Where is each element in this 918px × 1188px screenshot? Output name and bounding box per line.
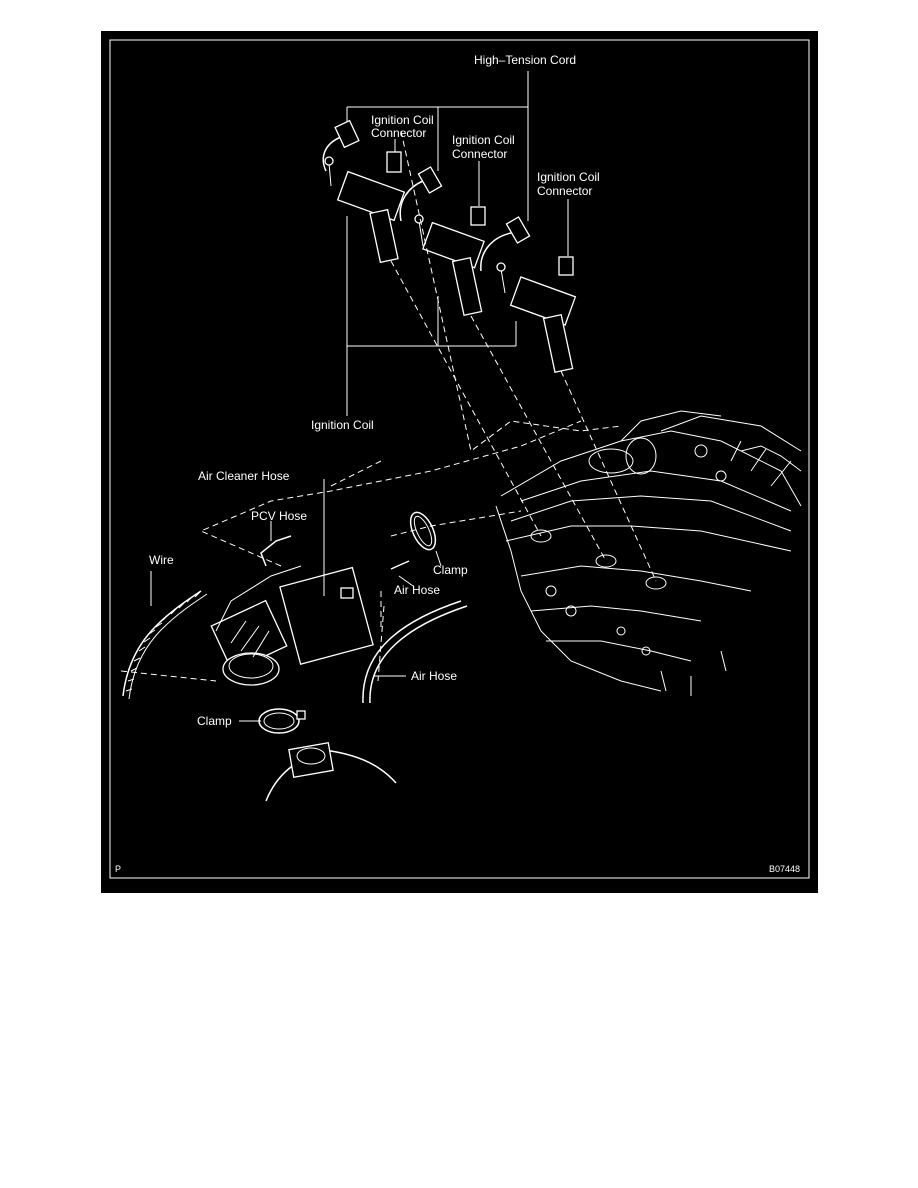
label-air-hose-upper: Air Hose	[394, 583, 440, 597]
pcv-hose	[260, 535, 292, 567]
ignition-coil-leader-frame	[346, 71, 529, 416]
label-air-hose-lower: Air Hose	[411, 669, 457, 683]
label-wire: Wire	[149, 553, 174, 567]
air-cleaner-hose	[210, 565, 374, 686]
label-clamp-lower: Clamp	[197, 714, 232, 728]
label-pcv-hose: PCV Hose	[251, 509, 307, 523]
clamp-upper	[409, 511, 442, 567]
label-ignition-coil: Ignition Coil	[311, 418, 374, 432]
label-coil-connector-2-l1: Ignition Coil	[452, 133, 515, 147]
throttle-body	[265, 741, 397, 802]
air-hose-short	[390, 560, 410, 570]
diagram-figure: High–Tension Cord Ignition Coil Connecto…	[101, 31, 818, 893]
label-coil-connector-3-l2: Connector	[537, 184, 592, 198]
corner-code-left: P	[115, 864, 121, 874]
figure-code: B07448	[769, 864, 800, 874]
diagram-canvas: High–Tension Cord Ignition Coil Connecto…	[109, 39, 810, 879]
ignition-coil-1	[322, 119, 406, 264]
label-coil-connector-3-l1: Ignition Coil	[537, 170, 600, 184]
label-air-cleaner-hose: Air Cleaner Hose	[198, 469, 290, 483]
label-coil-connector-2-l2: Connector	[452, 147, 507, 161]
installation-guide-lines	[120, 130, 657, 682]
label-coil-connector-1-l1: Ignition Coil	[371, 113, 434, 127]
figure-frame	[109, 39, 810, 879]
engine-block	[495, 410, 802, 696]
label-clamp-upper: Clamp	[433, 563, 468, 577]
label-high-tension-cord: High–Tension Cord	[474, 53, 576, 67]
ignition-coil-3	[480, 216, 577, 374]
ignition-coil-2	[399, 166, 486, 317]
air-hose-long	[362, 600, 462, 704]
wire-harness	[122, 590, 208, 700]
clamp-lower	[258, 708, 306, 734]
label-coil-connector-1-l2: Connector	[371, 126, 426, 140]
